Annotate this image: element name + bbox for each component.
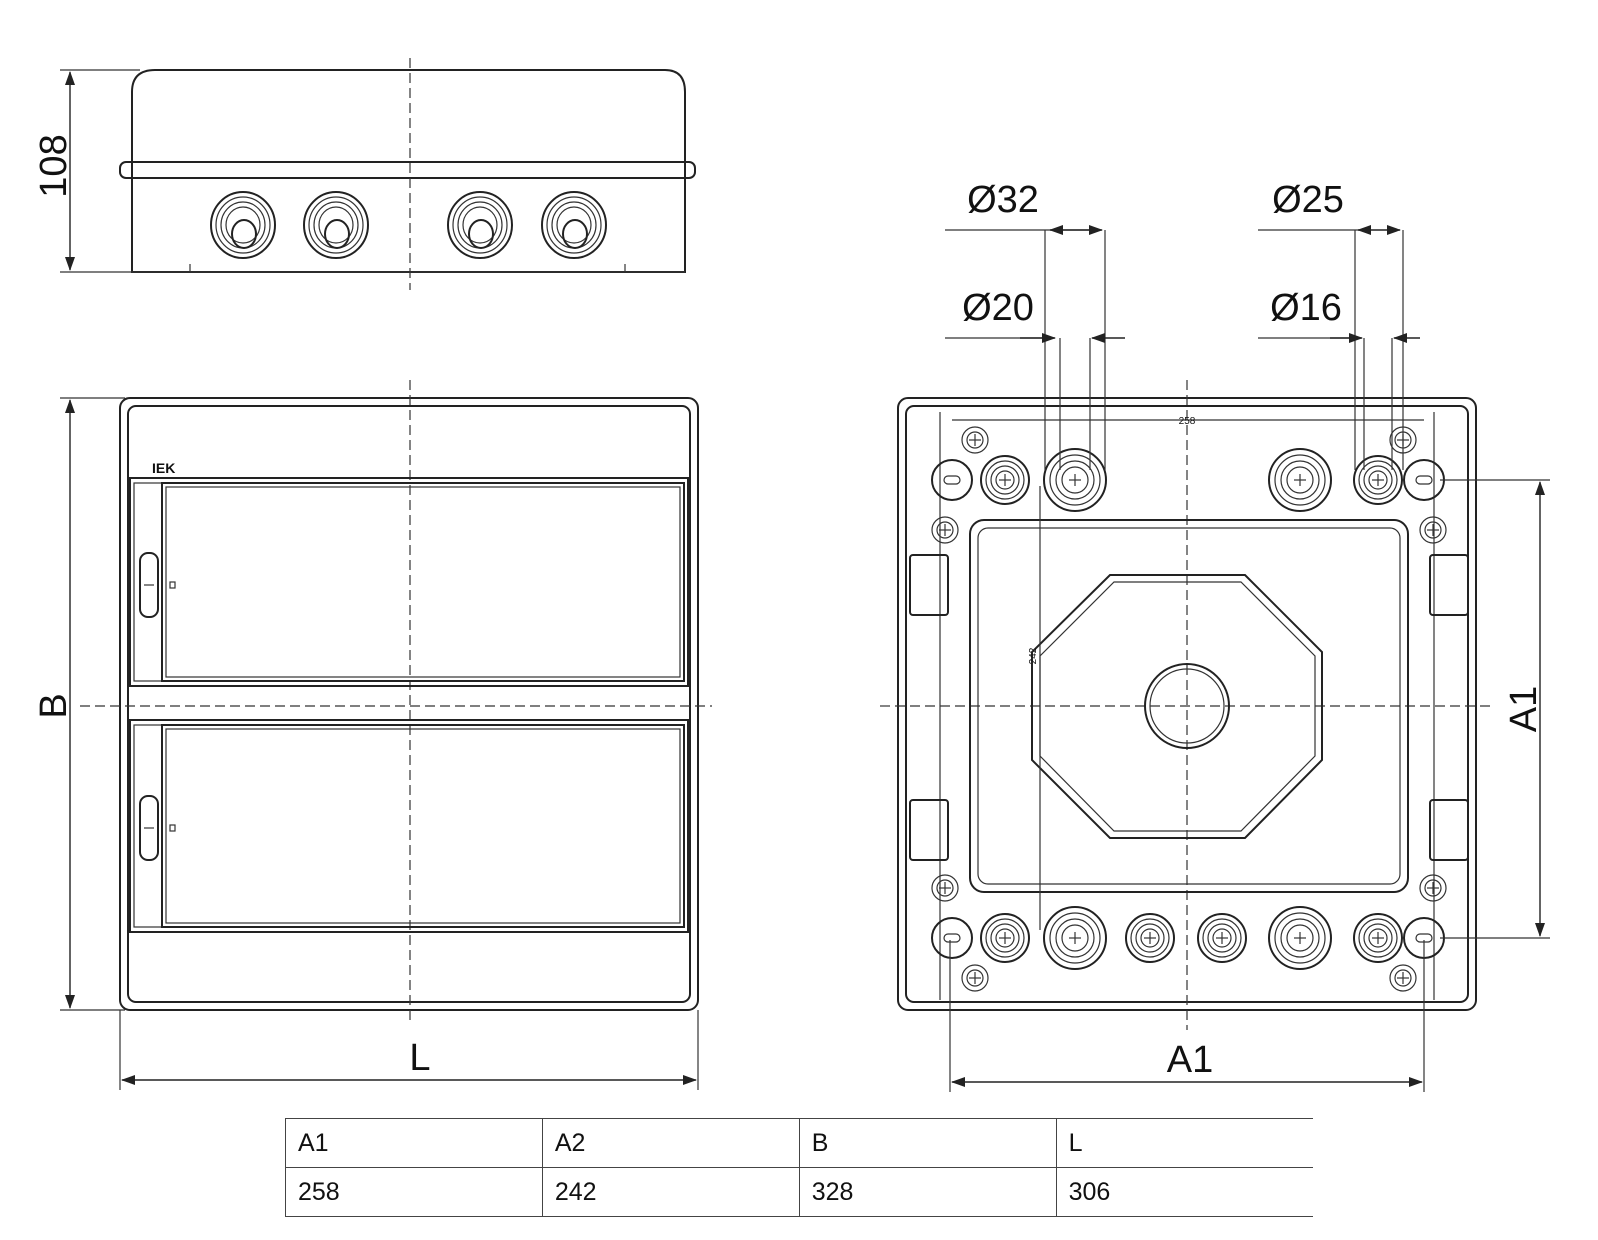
table-header-row: A1 A2 B L <box>285 1118 1313 1168</box>
screw-point <box>1419 874 1447 902</box>
knockout-hole <box>1353 913 1403 963</box>
table-header-b: B <box>798 1118 1057 1168</box>
a1-side-label: A1 <box>1503 686 1545 732</box>
knockout-hole <box>1043 448 1107 512</box>
knockout-hole <box>1043 906 1107 970</box>
screw-point <box>931 874 959 902</box>
table-row: 258 242 328 306 <box>285 1167 1313 1217</box>
upper-panel <box>129 477 689 687</box>
back-view: 258 242 Ø32 Ø20 Ø25 Ø16 A1 A1 <box>880 179 1550 1092</box>
side-slots <box>909 554 1469 861</box>
mounting-slot <box>931 917 973 959</box>
b-dimension-label: B <box>33 693 75 718</box>
knockout-hole <box>1268 448 1332 512</box>
knockout-hole <box>1125 913 1175 963</box>
knockout-hole <box>1353 455 1403 505</box>
diameter-20-label: Ø20 <box>962 287 1034 329</box>
knockout-hole <box>980 913 1030 963</box>
table-value-l: 306 <box>1055 1167 1313 1217</box>
diameter-32-label: Ø32 <box>967 179 1039 221</box>
diameter-25-label: Ø25 <box>1272 179 1344 221</box>
height-dimension-label: 108 <box>33 134 75 197</box>
brand-logo: IEK <box>152 460 175 476</box>
diameter-16-label: Ø16 <box>1270 287 1342 329</box>
top-view: 108 <box>33 58 696 290</box>
cable-glands <box>210 191 607 259</box>
table-header-a2: A2 <box>541 1118 800 1168</box>
knockout-hole <box>1197 913 1247 963</box>
knockout-hole <box>1268 906 1332 970</box>
inner-height-label: 242 <box>1028 647 1039 664</box>
dimensions-table: A1 A2 B L 258 242 328 306 <box>285 1118 1313 1217</box>
knockout-hole <box>980 455 1030 505</box>
table-header-l: L <box>1055 1118 1313 1168</box>
screw-point <box>961 964 989 992</box>
a1-bottom-label: A1 <box>1167 1039 1213 1081</box>
inner-width-label: 258 <box>1179 416 1196 427</box>
screw-point <box>1419 516 1447 544</box>
front-view: IEK B L <box>33 380 712 1090</box>
screw-point <box>931 516 959 544</box>
mounting-slot <box>1403 459 1445 501</box>
screw-point <box>1389 964 1417 992</box>
table-value-a1: 258 <box>285 1167 543 1217</box>
mounting-slot <box>931 459 973 501</box>
knockout-holes <box>931 426 1447 992</box>
screw-point <box>961 426 989 454</box>
table-value-a2: 242 <box>541 1167 800 1217</box>
table-value-b: 328 <box>798 1167 1057 1217</box>
table-header-a1: A1 <box>285 1118 543 1168</box>
l-dimension-label: L <box>409 1037 430 1079</box>
lower-panel <box>129 719 689 933</box>
